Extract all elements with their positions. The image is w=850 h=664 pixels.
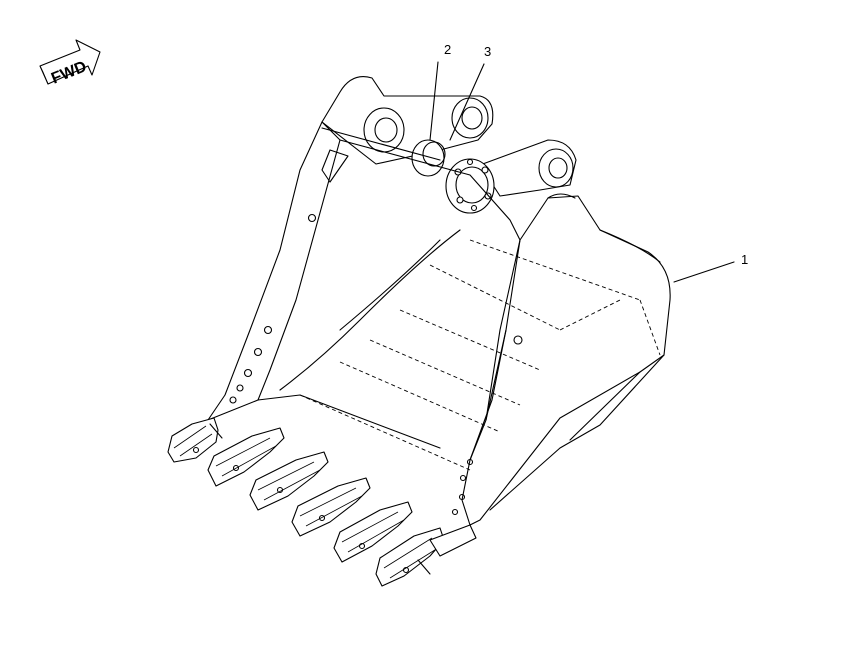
- tooth-2: [207, 427, 285, 487]
- bucket-teeth: [167, 417, 477, 587]
- callout-1: 1: [741, 252, 748, 267]
- callout-leaders: [429, 61, 735, 283]
- bushing-cap: [445, 158, 495, 214]
- tooth-1: [167, 417, 219, 463]
- hinge-lugs: [321, 76, 577, 197]
- tooth-6: [375, 527, 445, 587]
- tooth-4: [291, 477, 371, 537]
- bucket-body: [207, 121, 671, 526]
- fwd-arrow-icon: FWD: [39, 39, 101, 88]
- callout-2: 2: [444, 42, 451, 57]
- tooth-3: [249, 451, 329, 511]
- callout-3: 3: [484, 44, 491, 59]
- tooth-5: [333, 501, 413, 563]
- pin: [411, 139, 446, 177]
